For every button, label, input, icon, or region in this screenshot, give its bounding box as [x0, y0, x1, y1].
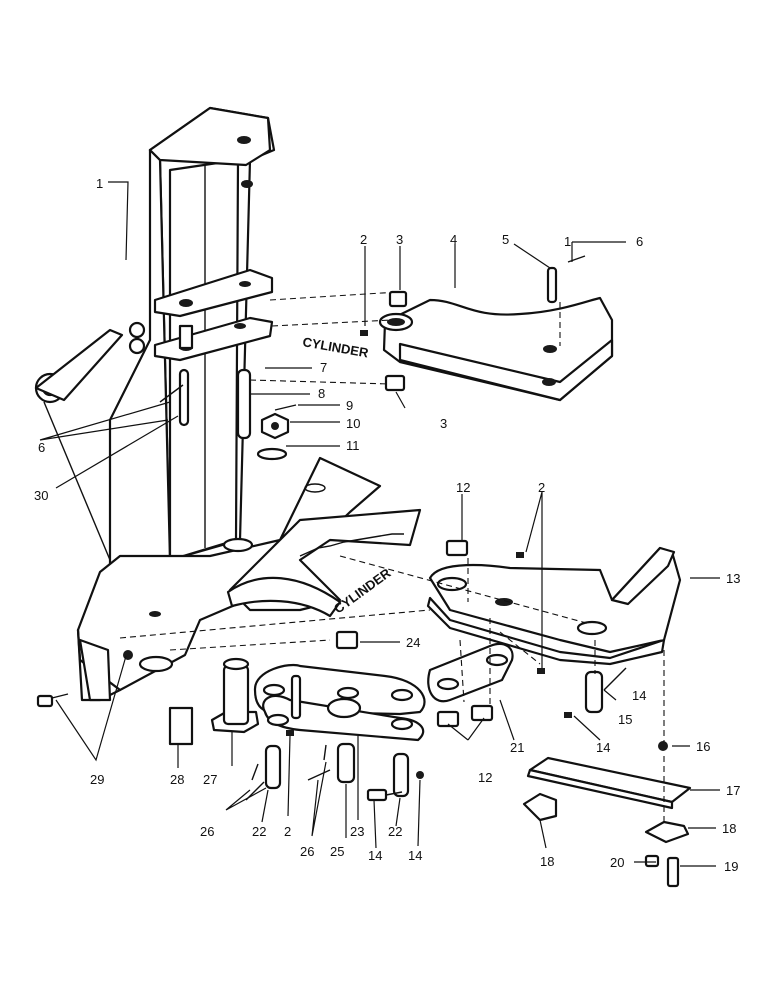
- callout-1: 1: [96, 176, 103, 191]
- callout-20: 20: [610, 855, 624, 870]
- callout-6b: 6: [38, 440, 45, 455]
- callout-26: 26: [200, 824, 214, 839]
- mast-column: [34, 106, 276, 572]
- callout-3b: 3: [440, 416, 447, 431]
- callout-11: 11: [346, 438, 360, 453]
- callout-14a: 14: [632, 688, 646, 703]
- callout-2b: 2: [538, 480, 545, 495]
- callout-21: 21: [510, 740, 524, 755]
- callout-numbers: 1 2 3 4 5 1 6 7 8 9 10 11 3 6 30 12 2 13…: [34, 176, 740, 874]
- base-frame: [76, 456, 422, 702]
- pin-stack: [159, 368, 297, 461]
- callout-29: 29: [90, 772, 104, 787]
- callout-14b: 14: [596, 740, 610, 755]
- cylinder-label-upper: CYLINDER: [301, 334, 370, 360]
- callout-14c: 14: [368, 848, 382, 863]
- callout-27: 27: [203, 772, 217, 787]
- callout-19: 19: [724, 859, 738, 874]
- callout-5: 5: [502, 232, 509, 247]
- callout-14d: 14: [408, 848, 422, 863]
- callout-30: 30: [34, 488, 48, 503]
- callout-18b: 18: [540, 854, 554, 869]
- callout-9: 9: [346, 398, 353, 413]
- leader-lines: [39, 181, 720, 867]
- lower-parts: [36, 650, 692, 888]
- callout-23: 23: [350, 824, 364, 839]
- callout-22: 22: [252, 824, 266, 839]
- alignment-lines: [119, 291, 665, 822]
- callout-1b: 1: [564, 234, 571, 249]
- callout-10: 10: [346, 416, 360, 431]
- callout-2: 2: [360, 232, 367, 247]
- callout-26b: 26: [300, 844, 314, 859]
- callout-6: 6: [636, 234, 643, 249]
- callout-12b: 12: [478, 770, 492, 785]
- callout-15: 15: [618, 712, 632, 727]
- callout-3: 3: [396, 232, 403, 247]
- callout-28: 28: [170, 772, 184, 787]
- callout-17: 17: [726, 783, 740, 798]
- callout-12: 12: [456, 480, 470, 495]
- callout-7: 7: [320, 360, 327, 375]
- callout-25: 25: [330, 844, 344, 859]
- callout-24: 24: [406, 635, 420, 650]
- callout-2c: 2: [284, 824, 291, 839]
- cylinder-label-middle: CYLINDER: [331, 565, 394, 617]
- callout-22b: 22: [388, 824, 402, 839]
- callout-13: 13: [726, 571, 740, 586]
- swing-frame: [360, 255, 614, 402]
- link-assembly: [253, 630, 514, 742]
- callout-18a: 18: [722, 821, 736, 836]
- callout-16: 16: [696, 739, 710, 754]
- rotator-plate: [426, 539, 682, 674]
- callout-8: 8: [318, 386, 325, 401]
- callout-4: 4: [450, 232, 457, 247]
